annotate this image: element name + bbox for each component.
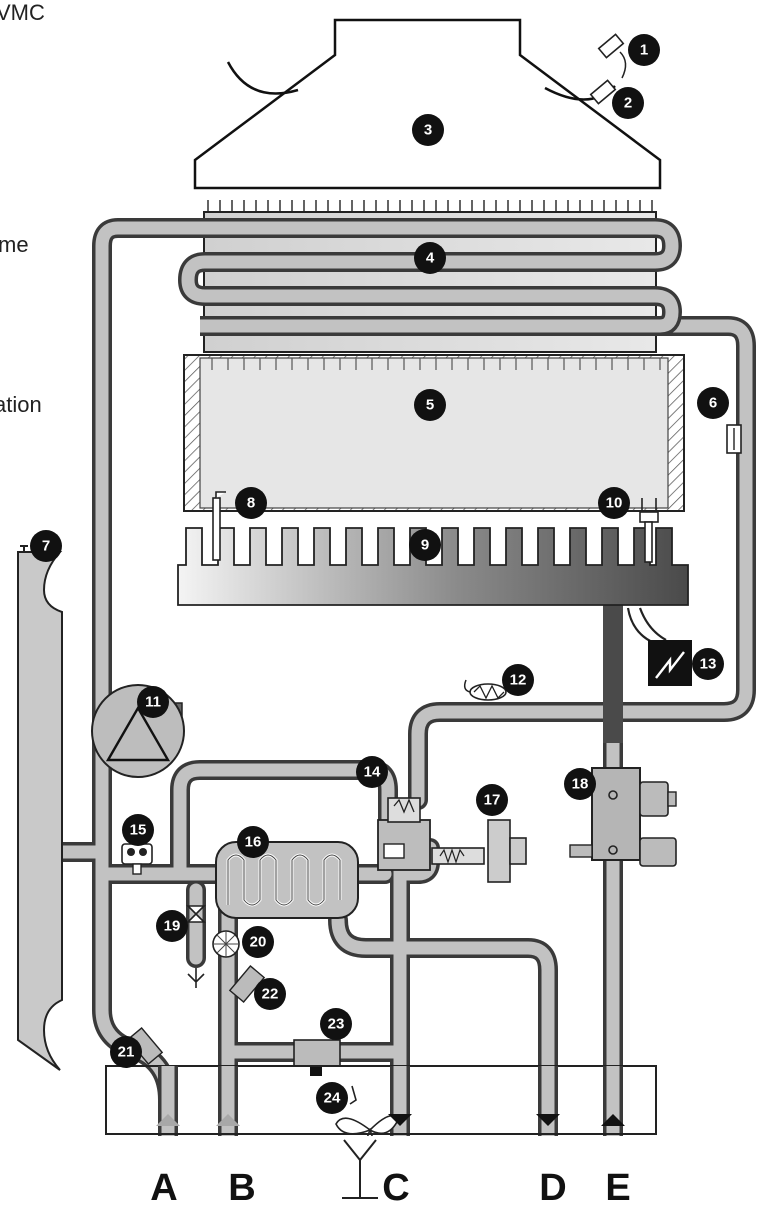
side-text-me: me (0, 232, 29, 257)
svg-text:19: 19 (164, 918, 181, 935)
marker-8: 8 (235, 487, 267, 519)
flue-sensor-2 (589, 79, 617, 105)
ignition-transformer (626, 607, 692, 686)
outlet-arrow-c (388, 1114, 412, 1126)
combustion-chamber (183, 354, 685, 512)
svg-text:12: 12 (510, 672, 527, 689)
connection-b-label: B (228, 1167, 255, 1209)
connection-d-label: D (539, 1167, 566, 1209)
svg-text:9: 9 (421, 537, 429, 554)
marker-3: 3 (412, 114, 444, 146)
svg-text:22: 22 (262, 986, 279, 1003)
marker-1: 1 (628, 34, 660, 66)
marker-18: 18 (564, 768, 596, 800)
marker-22: 22 (254, 978, 286, 1010)
marker-5: 5 (414, 389, 446, 421)
svg-text:15: 15 (130, 822, 147, 839)
burner (177, 527, 689, 606)
gas-valve (569, 767, 677, 867)
marker-14: 14 (356, 756, 388, 788)
marker-15: 15 (122, 814, 154, 846)
pressure-switch (121, 843, 153, 875)
marker-6: 6 (697, 387, 729, 419)
svg-text:8: 8 (247, 495, 255, 512)
marker-19: 19 (156, 910, 188, 942)
dhw-heat-exchanger (215, 841, 359, 919)
svg-text:7: 7 (42, 538, 50, 555)
svg-text:13: 13 (700, 656, 717, 673)
svg-text:18: 18 (572, 776, 589, 793)
connection-panel (105, 1065, 657, 1135)
component-23 (293, 1039, 341, 1076)
marker-13: 13 (692, 648, 724, 680)
valve-motor (487, 819, 527, 883)
svg-text:4: 4 (426, 250, 435, 267)
drain-valve (186, 905, 206, 988)
svg-text:16: 16 (245, 834, 262, 851)
marker-20: 20 (242, 926, 274, 958)
flue-hood (193, 18, 662, 190)
marker-4: 4 (414, 242, 446, 274)
svg-text:6: 6 (709, 395, 717, 412)
flow-sensor (212, 930, 240, 958)
heat-exchanger-fins (207, 200, 653, 212)
side-text-ation: ation (0, 392, 42, 417)
heat-exchanger (178, 211, 682, 353)
marker-11: 11 (137, 686, 169, 718)
svg-text:11: 11 (145, 694, 161, 711)
svg-text:1: 1 (640, 42, 648, 59)
inlet-arrow-e (601, 1114, 625, 1126)
svg-text:5: 5 (426, 397, 434, 414)
marker-12: 12 (502, 664, 534, 696)
marker-9: 9 (409, 529, 441, 561)
filter-22 (228, 964, 266, 1004)
drain-funnel (342, 1139, 378, 1199)
side-text-vmc: VMC (0, 0, 45, 25)
overheat-thermostat (726, 424, 742, 454)
svg-text:23: 23 (328, 1016, 345, 1033)
svg-text:21: 21 (118, 1044, 135, 1061)
connection-e-label: E (605, 1167, 630, 1209)
inlet-arrow-a (156, 1114, 180, 1126)
svg-text:20: 20 (250, 934, 267, 951)
marker-2: 2 (612, 87, 644, 119)
component-markers: 1 2 3 4 5 6 7 8 9 10 11 12 13 14 15 16 1… (30, 34, 729, 1114)
marker-23: 23 (320, 1008, 352, 1040)
marker-24: 24 (316, 1082, 348, 1114)
marker-21: 21 (110, 1036, 142, 1068)
detection-electrode (639, 498, 659, 563)
svg-text:10: 10 (606, 495, 623, 512)
expansion-vessel (17, 545, 63, 1071)
connection-a-label: A (150, 1167, 177, 1209)
marker-10: 10 (598, 487, 630, 519)
svg-text:24: 24 (324, 1090, 341, 1107)
diverter-valve (377, 797, 485, 871)
svg-text:14: 14 (364, 764, 381, 781)
ignition-electrode (212, 491, 226, 561)
svg-text:3: 3 (424, 122, 432, 139)
connection-c-label: C (382, 1167, 409, 1209)
sensor-12 (463, 679, 507, 701)
marker-7: 7 (30, 530, 62, 562)
flue-sensor-1 (597, 33, 627, 79)
inlet-arrow-b (216, 1114, 240, 1126)
marker-16: 16 (237, 826, 269, 858)
outlet-arrow-d (536, 1114, 560, 1126)
marker-17: 17 (476, 784, 508, 816)
svg-text:17: 17 (484, 792, 501, 809)
svg-text:2: 2 (624, 95, 632, 112)
